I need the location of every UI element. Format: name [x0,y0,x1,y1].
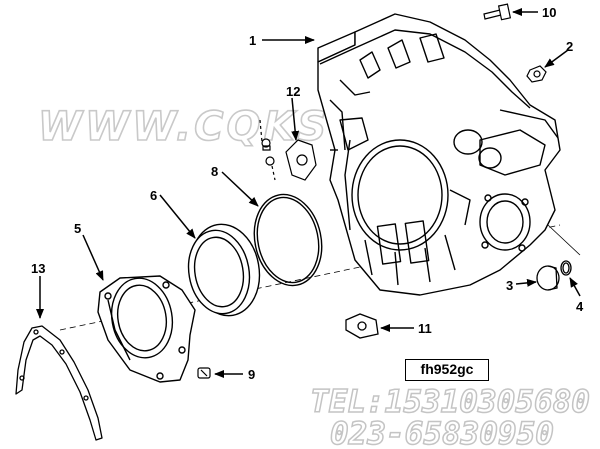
seal-housing-part [97,275,196,383]
tel-watermark: TEL:15310305680 [310,384,590,420]
callout-8: 8 [211,164,218,179]
screw-part [197,367,211,379]
callout-3: 3 [506,278,513,293]
leader-line-5 [82,234,104,281]
callout-2: 2 [566,39,573,54]
callout-12: 12 [286,84,300,99]
figure-code-label: fh952gc [405,359,489,381]
cover-plug-part [536,265,560,291]
callout-10: 10 [542,5,556,20]
callout-5: 5 [74,221,81,236]
leader-line-12 [291,97,300,141]
flywheel-housing [317,13,561,296]
leader-line-6 [159,194,196,239]
o-ring-small-part [560,260,572,276]
callout-11: 11 [418,321,432,336]
callout-6: 6 [150,188,157,203]
leader-line-8 [221,171,259,207]
phone-watermark: 023-65830950 [330,416,554,449]
callout-13: 13 [31,261,45,276]
leader-line-2 [544,49,569,68]
seal-part [187,223,261,317]
bolt-part [483,3,512,21]
gasket-part [15,325,103,441]
callout-4: 4 [576,299,584,314]
leader-line-3 [515,278,537,287]
callout-9: 9 [248,367,255,382]
o-ring-part [253,193,323,287]
axis-line-plug [547,224,581,256]
shim-part [345,313,379,339]
plug-part [526,65,547,83]
leader-line-4 [569,277,581,297]
callout-1: 1 [249,33,256,48]
